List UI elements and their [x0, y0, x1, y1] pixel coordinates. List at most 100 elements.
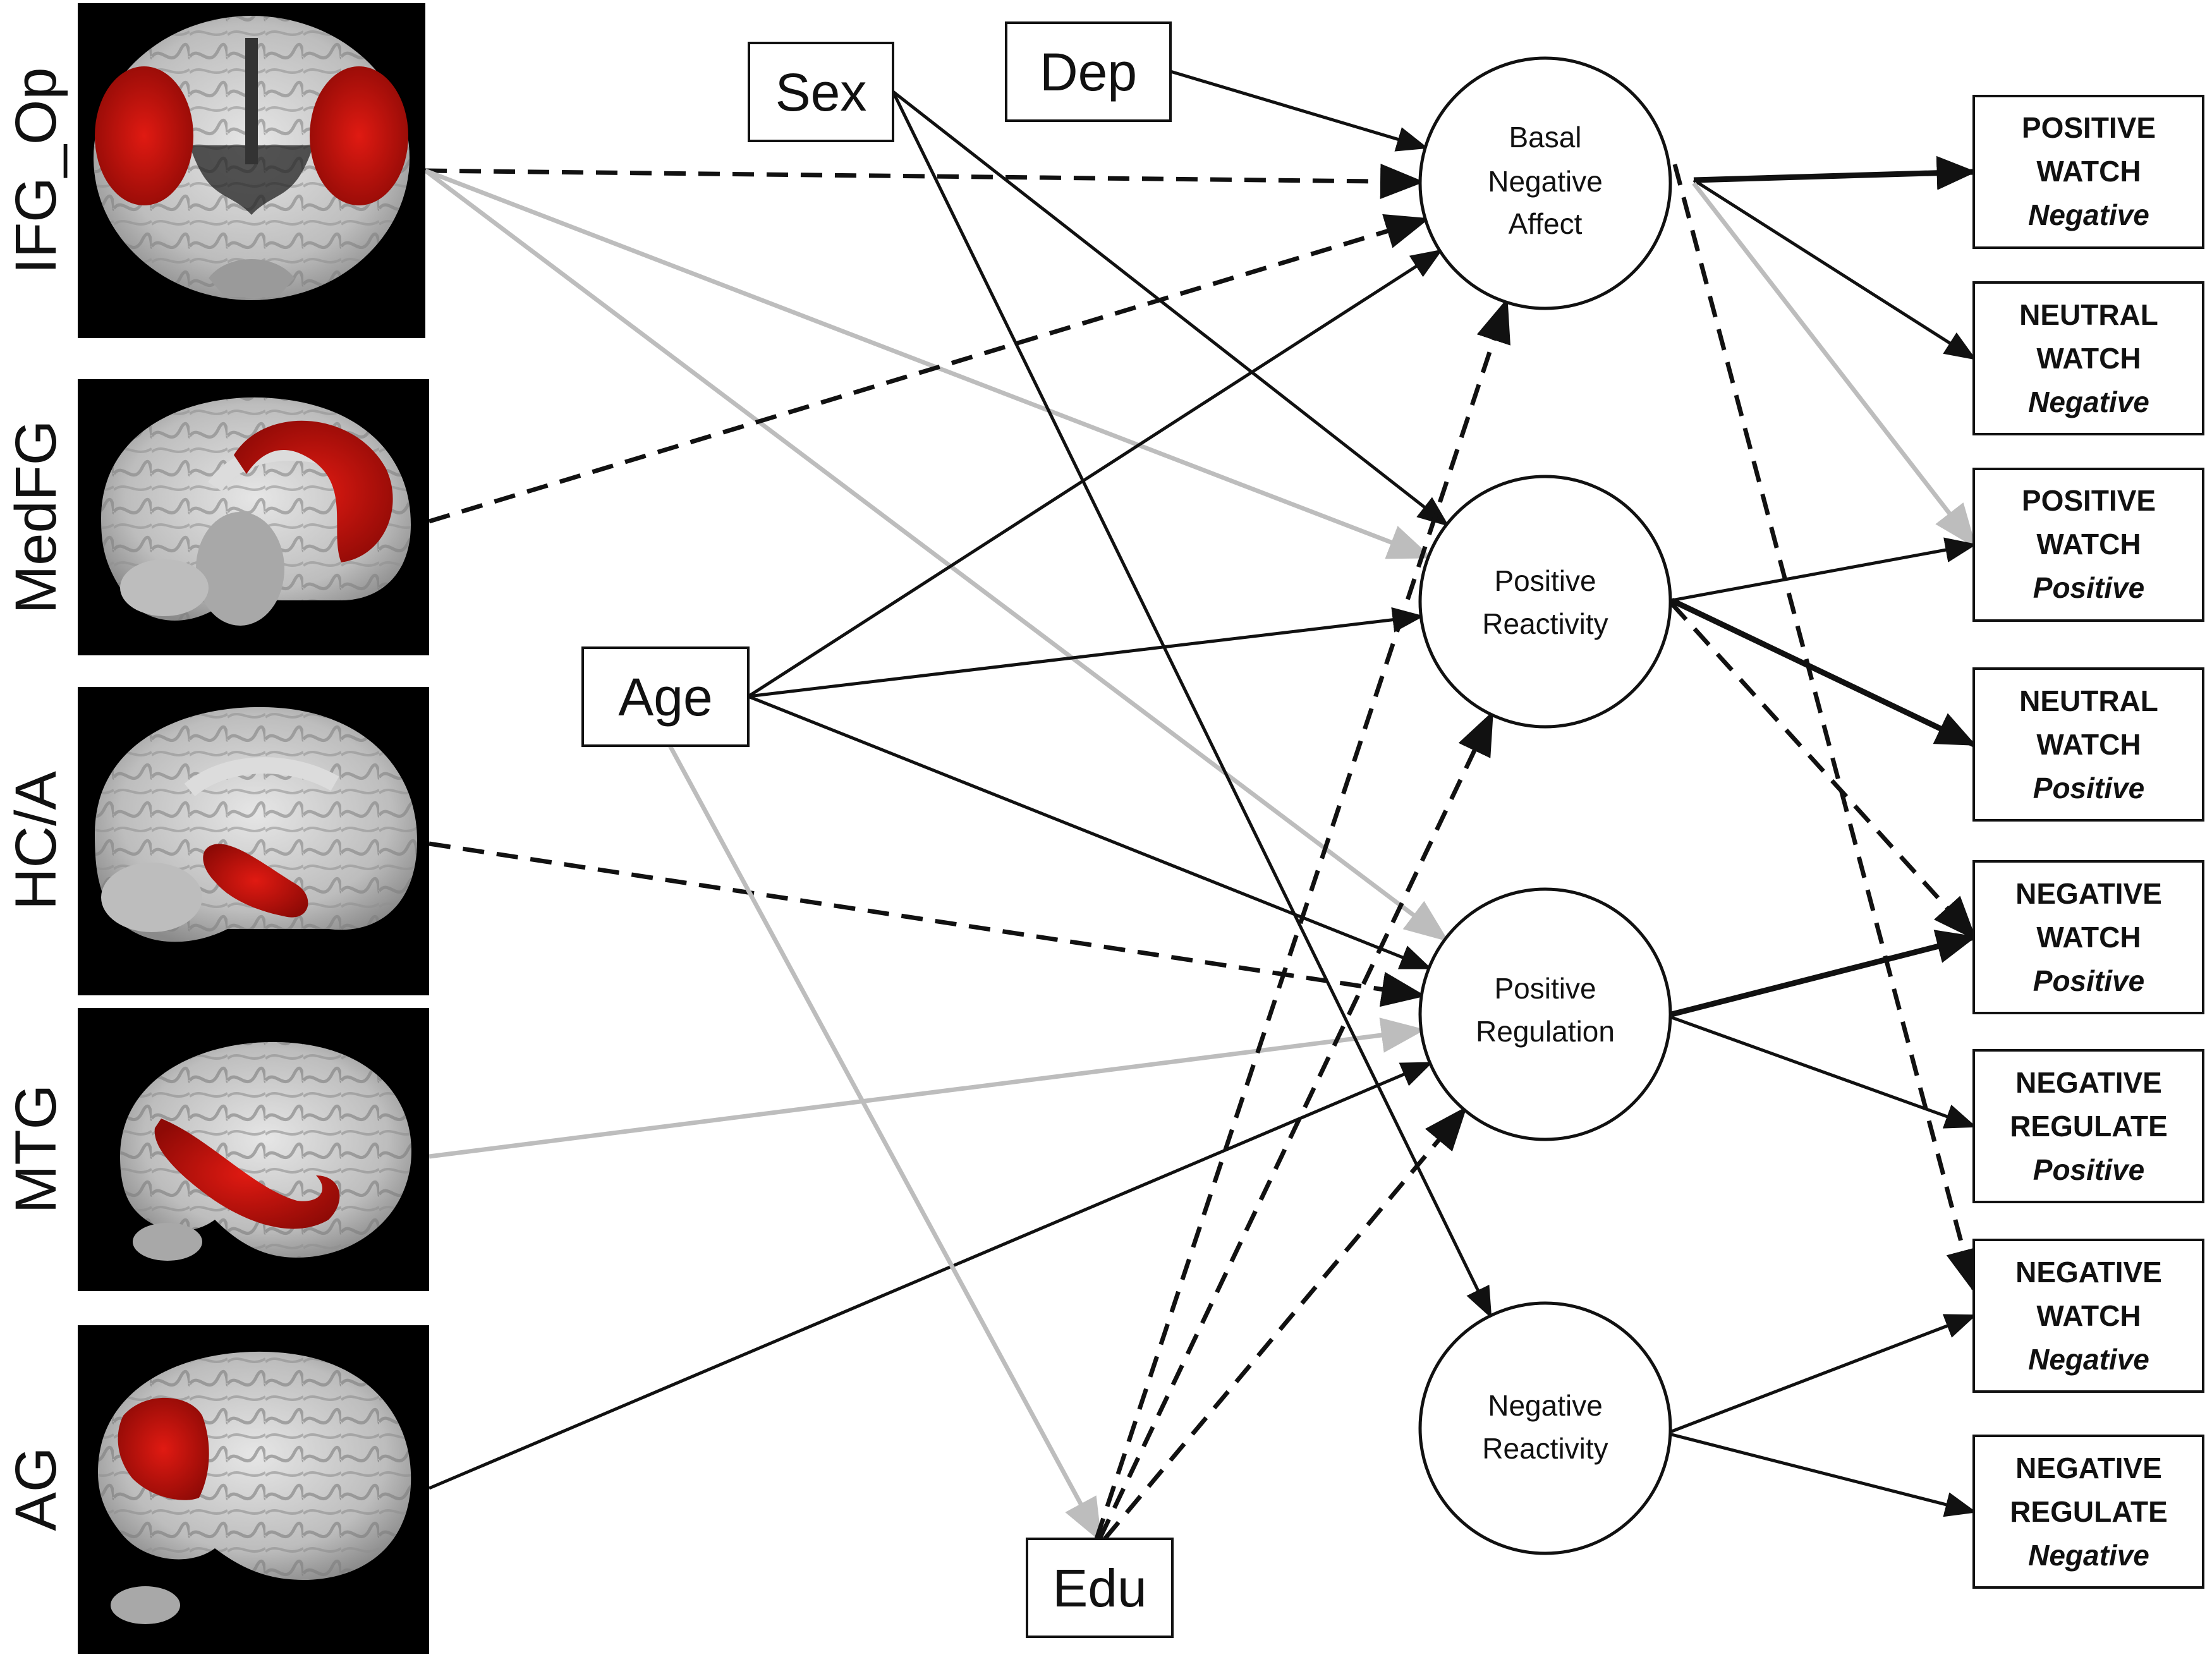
outcome-line2: WATCH [2036, 921, 2141, 954]
path-ifg-to-preg [423, 169, 1449, 942]
covariate-edu: Edu [1026, 1538, 1174, 1638]
path-ag-to-preg [428, 1062, 1433, 1490]
path-age-to-bna [747, 249, 1443, 698]
brain-panel-medfg [78, 379, 429, 655]
outcome-line3: Negative [2028, 1343, 2149, 1376]
path-age-to-edu [667, 744, 1102, 1543]
covariate-label-edu: Edu [1052, 1558, 1146, 1618]
path-preg-to-o5 [1670, 930, 1977, 1017]
path-sex-to-nr [891, 90, 1492, 1319]
roi-ifg-right [310, 66, 408, 205]
path-dep-to-bna [1170, 70, 1429, 152]
path-ifg-to-bna [425, 164, 1425, 200]
path-sex-to-pr [892, 90, 1449, 527]
latent-positive-reactivity: Positive Reactivity [1418, 475, 1672, 729]
region-label-ag: AG [4, 1447, 68, 1531]
outcome-box: NEUTRAL WATCH Positive [1972, 667, 2204, 822]
outcome-line2: WATCH [2036, 1299, 2141, 1332]
outcome-box: NEGATIVE REGULATE Negative [1972, 1435, 2204, 1589]
latent-label-line: Basal [1509, 121, 1581, 154]
region-label-ifg: IFG_Op [4, 67, 68, 274]
covariate-label-age: Age [618, 667, 712, 727]
latent-label-line: Regulation [1476, 1015, 1615, 1048]
outcome-line2: WATCH [2036, 728, 2141, 761]
path-pr-to-o5 [1670, 602, 1977, 941]
covariate-label-dep: Dep [1040, 42, 1137, 102]
path-nr-to-o8 [1671, 1433, 1977, 1517]
path-bna-to-o1 [1693, 155, 1977, 190]
outcome-line3: Positive [2033, 1153, 2144, 1186]
outcome-line2: WATCH [2036, 155, 2141, 188]
roi-ifg-left [95, 66, 193, 205]
outcome-line2: REGULATE [2010, 1495, 2168, 1528]
outcome-boxes: POSITIVE WATCH Negative NEUTRAL WATCH Ne… [1972, 95, 2204, 1589]
latent-label-line: Negative [1488, 165, 1603, 198]
latent-negative-reactivity: Negative Reactivity [1418, 1301, 1672, 1555]
outcome-box: POSITIVE WATCH Negative [1972, 95, 2204, 249]
region-label-medfg: MedFG [4, 420, 68, 614]
covariate-sex: Sex [748, 42, 894, 142]
region-label-hca: HC/A [4, 770, 68, 909]
path-edu-to-pr [1097, 710, 1494, 1540]
path-nr-to-o7 [1671, 1314, 1977, 1433]
outcome-line1: NEUTRAL [2019, 298, 2158, 331]
path-mtg-to-preg [428, 1017, 1426, 1159]
outcome-box: NEGATIVE WATCH Positive [1972, 860, 2204, 1014]
outcome-box: NEGATIVE WATCH Negative [1972, 1239, 2204, 1393]
outcome-line1: NEGATIVE [2015, 1256, 2162, 1289]
latent-positive-regulation: Positive Regulation [1418, 887, 1672, 1141]
latent-basal-negative-affect: Basal Negative Affect [1418, 56, 1672, 310]
roi-ag [118, 1397, 209, 1500]
outcome-line2: WATCH [2036, 342, 2141, 375]
outcome-line1: NEGATIVE [2015, 877, 2162, 910]
brain-panel-ag [78, 1325, 429, 1654]
outcome-line3: Negative [2028, 198, 2149, 231]
latent-label-line: Reactivity [1482, 1432, 1608, 1465]
path-edu-to-preg [1103, 1106, 1468, 1541]
outcome-line1: NEGATIVE [2015, 1452, 2162, 1484]
path-age-to-preg [748, 695, 1432, 969]
outcome-line3: Positive [2033, 772, 2144, 804]
outcome-line1: NEGATIVE [2015, 1066, 2162, 1099]
outcome-box: NEGATIVE REGULATE Positive [1972, 1049, 2204, 1203]
brain-panel-hca [78, 687, 429, 995]
path-pr-to-o3 [1671, 537, 1977, 602]
outcome-line3: Positive [2033, 571, 2144, 604]
roi-hca [203, 844, 308, 918]
brain-panel-mtg [78, 1008, 429, 1291]
outcome-box: NEUTRAL WATCH Negative [1972, 281, 2204, 435]
path-bna-to-o2 [1692, 178, 1977, 360]
path-pr-to-o4 [1670, 597, 1977, 748]
outcome-line2: WATCH [2036, 528, 2141, 561]
latent-label-line: Reactivity [1482, 607, 1608, 640]
roi-mtg [154, 1119, 340, 1229]
outcome-line3: Negative [2028, 1539, 2149, 1572]
path-bna-to-o7 [1672, 164, 1981, 1294]
covariate-age: Age [581, 646, 750, 747]
covariate-label-sex: Sex [775, 63, 867, 122]
outcome-line2: REGULATE [2010, 1110, 2168, 1143]
roi-medfg [234, 420, 393, 562]
outcome-box: POSITIVE WATCH Positive [1972, 468, 2204, 622]
outcome-line3: Positive [2033, 964, 2144, 997]
brain-panel-ifg [78, 3, 425, 338]
outcome-line3: Negative [2028, 385, 2149, 418]
latent-label-line: Affect [1509, 207, 1583, 240]
outcome-line1: NEUTRAL [2019, 684, 2158, 717]
covariate-dep: Dep [1005, 21, 1172, 122]
path-bna-to-o3 [1692, 181, 1977, 549]
region-label-mtg: MTG [4, 1084, 68, 1213]
path-ifg-to-pr [424, 168, 1433, 559]
outcome-line1: POSITIVE [2022, 111, 2156, 144]
latent-label-line: Positive [1494, 972, 1596, 1005]
path-hca-to-preg [428, 841, 1426, 1007]
path-age-to-pr [748, 607, 1425, 698]
outcome-line1: POSITIVE [2022, 484, 2156, 517]
path-medfg-to-bna [428, 214, 1430, 524]
latent-label-line: Positive [1494, 564, 1596, 597]
path-edu-to-bna [1094, 298, 1510, 1540]
latent-label-line: Negative [1488, 1389, 1603, 1422]
path-preg-to-o6 [1671, 1016, 1977, 1129]
path-arrows [423, 70, 1981, 1543]
